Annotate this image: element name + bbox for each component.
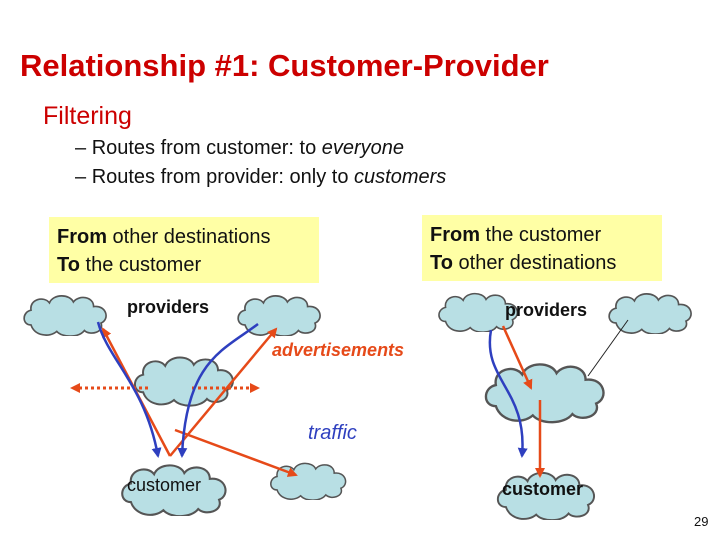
bullet-text: Routes from provider: only to [91, 166, 355, 188]
ad-arrow-to-customer-middle [174, 428, 298, 477]
providers-label-right: providers [505, 300, 588, 320]
bullet-dash: – [75, 137, 87, 159]
bullet-dash: – [75, 166, 87, 188]
right-box-from-text: the customer [480, 224, 602, 246]
left-box-from: From [57, 226, 107, 248]
left-box-from-text: other destinations [107, 226, 271, 248]
provider-cloud-left-1 [23, 294, 108, 336]
right-box-line-1: From the customer [430, 221, 654, 249]
traffic-arrow-left-2 [177, 323, 259, 458]
right-box-line-2: To other destinations [430, 249, 654, 277]
slide-title: Relationship #1: Customer-Provider [20, 48, 549, 83]
traffic-arrow-right [488, 329, 528, 458]
right-box-to: To [430, 252, 453, 274]
bullet-1: – Routes from customer: to everyone [75, 137, 404, 160]
left-filter-box: From other destinations To the customer [49, 217, 319, 283]
isp-cloud-right [484, 363, 605, 424]
link-line [587, 319, 629, 377]
bullet-text: Routes from customer: to [91, 137, 322, 159]
bullet-emphasis: customers [354, 166, 447, 188]
customer-label-left: customer [127, 475, 202, 495]
bullet-2: – Routes from provider: only to customer… [75, 166, 446, 189]
left-box-line-2: To the customer [57, 251, 311, 279]
right-box-to-text: other destinations [452, 252, 617, 274]
traffic-arrow-left-1 [96, 321, 162, 458]
page-number: 29 [694, 514, 709, 529]
right-filter-box: From the customer To other destinations [422, 215, 662, 281]
left-box-to-text: the customer [79, 254, 202, 276]
bullet-emphasis: everyone [321, 137, 405, 159]
right-box-from: From [430, 224, 480, 246]
provider-cloud-right-2 [608, 292, 693, 334]
left-box-to: To [57, 254, 80, 276]
ad-arrow-right-1 [501, 325, 533, 390]
traffic-label: traffic [308, 422, 357, 444]
customer-label-right: customer [502, 479, 584, 499]
slide-subtitle: Filtering [43, 102, 132, 130]
advertisements-label: advertisements [272, 340, 405, 360]
left-box-line-1: From other destinations [57, 223, 311, 251]
providers-label-left: providers [127, 297, 210, 317]
